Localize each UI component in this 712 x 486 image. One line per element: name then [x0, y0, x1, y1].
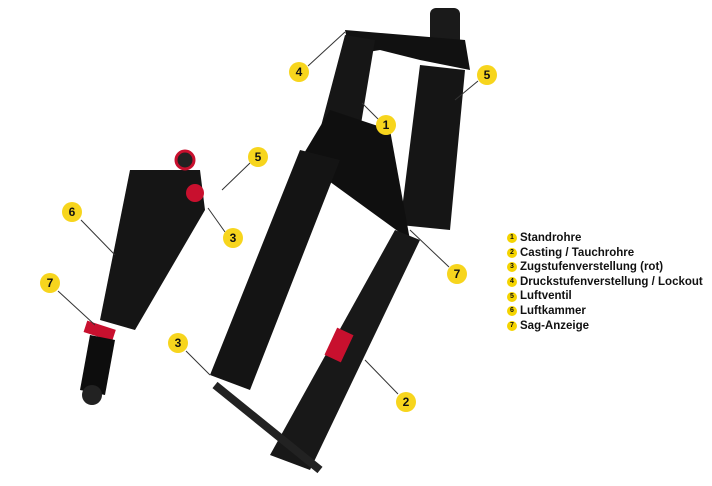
callout-shock-7: 7 [40, 273, 60, 293]
legend-label: Standrohre [520, 232, 582, 244]
rear-shock [80, 149, 205, 405]
legend-number: 5 [507, 291, 517, 302]
legend-number: 2 [507, 247, 517, 258]
legend-label: Luftkammer [520, 304, 586, 317]
legend-label: Luftventil [520, 290, 572, 303]
legend-number: 6 [507, 306, 517, 317]
legend-label: Sag-Anzeige [520, 319, 590, 332]
legend-label: Casting / Tauchrohre [520, 246, 635, 259]
callout-fork-1: 1 [376, 115, 396, 135]
callout-shock-6: 6 [62, 202, 82, 222]
suspension-fork [210, 8, 470, 474]
legend-number: 3 [507, 262, 517, 273]
callout-fork-4: 4 [289, 62, 309, 82]
callout-shock-5: 5 [248, 147, 268, 167]
callout-fork-2: 2 [396, 392, 416, 412]
callout-shock-3: 3 [223, 228, 243, 248]
legend-label: Druckstufenverstellung / Lockout [520, 275, 703, 288]
callout-fork-3: 3 [168, 333, 188, 353]
callout-fork-7: 7 [447, 264, 467, 284]
legend-number: 1 [507, 233, 517, 244]
legend-number: 4 [507, 277, 517, 288]
leader-lines [57, 31, 479, 395]
legend-label: Zugstufenverstellung (rot) [520, 261, 664, 274]
legend-number: 7 [507, 320, 517, 331]
callout-fork-5: 5 [477, 65, 497, 85]
